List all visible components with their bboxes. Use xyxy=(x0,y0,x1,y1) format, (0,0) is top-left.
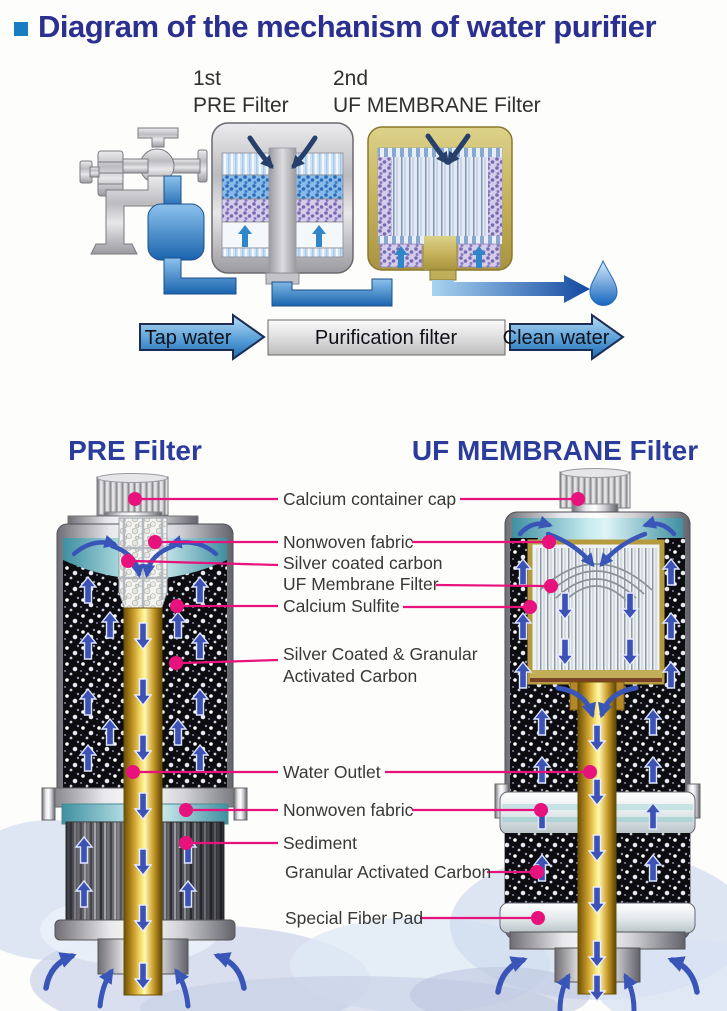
mechanism-schematic: 1st PRE Filter 2nd UF MEMBRANE Filter xyxy=(79,67,625,361)
callout-silver-coated-carbon: Silver coated carbon xyxy=(283,553,443,573)
callout-special-fiber-pad: Special Fiber Pad xyxy=(285,908,423,928)
title-bullet-icon xyxy=(14,22,28,36)
stage1-order: 1st xyxy=(193,67,221,90)
flow-arrows-right xyxy=(495,515,700,1011)
page-title: Diagram of the mechanism of water purifi… xyxy=(38,9,657,44)
stage-labels: 1st PRE Filter 2nd UF MEMBRANE Filter xyxy=(193,67,541,117)
inlet-pipe xyxy=(147,175,237,295)
uf-filter-schematic xyxy=(367,126,513,281)
clean-water-arrow xyxy=(509,313,625,361)
callout-silver-granular-line2: Activated Carbon xyxy=(283,666,417,686)
transfer-pipe xyxy=(271,278,393,307)
faucet-icon xyxy=(79,127,208,255)
tap-water-arrow xyxy=(139,313,266,361)
flow-arrows-left xyxy=(43,535,247,1009)
clean-water-outflow xyxy=(432,259,618,306)
callout-nonwoven-fabric-bottom: Nonwoven fabric xyxy=(283,800,414,820)
uf-filter-cutaway xyxy=(494,468,701,1011)
purification-filter-label: Purification filter xyxy=(315,327,458,349)
water-droplet-icon xyxy=(589,259,618,306)
page-header: Diagram of the mechanism of water purifi… xyxy=(12,8,657,45)
callout-silver-granular-line1: Silver Coated & Granular xyxy=(283,644,478,664)
callout-sediment: Sediment xyxy=(283,833,357,853)
callout-dots xyxy=(121,492,597,925)
callout-uf-membrane-filter: UF Membrane Filter xyxy=(283,574,439,594)
callout-water-outlet: Water Outlet xyxy=(283,762,381,782)
callout-granular-activated-carbon: Granular Activated Carbon xyxy=(285,862,491,882)
pre-filter-schematic xyxy=(211,122,354,285)
purification-filter-bar xyxy=(267,319,506,356)
uf-filter-heading: UF MEMBRANE Filter xyxy=(412,435,698,466)
filter-cutaways: PRE Filter UF MEMBRANE Filter xyxy=(0,435,727,1011)
stage2-name: UF MEMBRANE Filter xyxy=(333,94,541,117)
stage1-name: PRE Filter xyxy=(193,94,289,117)
callout-calcium-sulfite: Calcium Sulfite xyxy=(283,596,400,616)
callout-leader-lines xyxy=(134,497,583,920)
clean-water-label: Clean water xyxy=(503,327,610,349)
tap-water-label: Tap water xyxy=(145,327,232,349)
callout-nonwoven-fabric-top: Nonwoven fabric xyxy=(283,532,414,552)
pre-filter-heading: PRE Filter xyxy=(68,435,202,466)
stage2-order: 2nd xyxy=(333,67,368,90)
callout-labels: Calcium container cap Nonwoven fabric Si… xyxy=(283,489,491,928)
flow-bar: Tap water Purification filter Clean wate… xyxy=(139,313,625,361)
callout-calcium-container-cap: Calcium container cap xyxy=(283,489,456,509)
pre-filter-cutaway xyxy=(41,473,248,1009)
